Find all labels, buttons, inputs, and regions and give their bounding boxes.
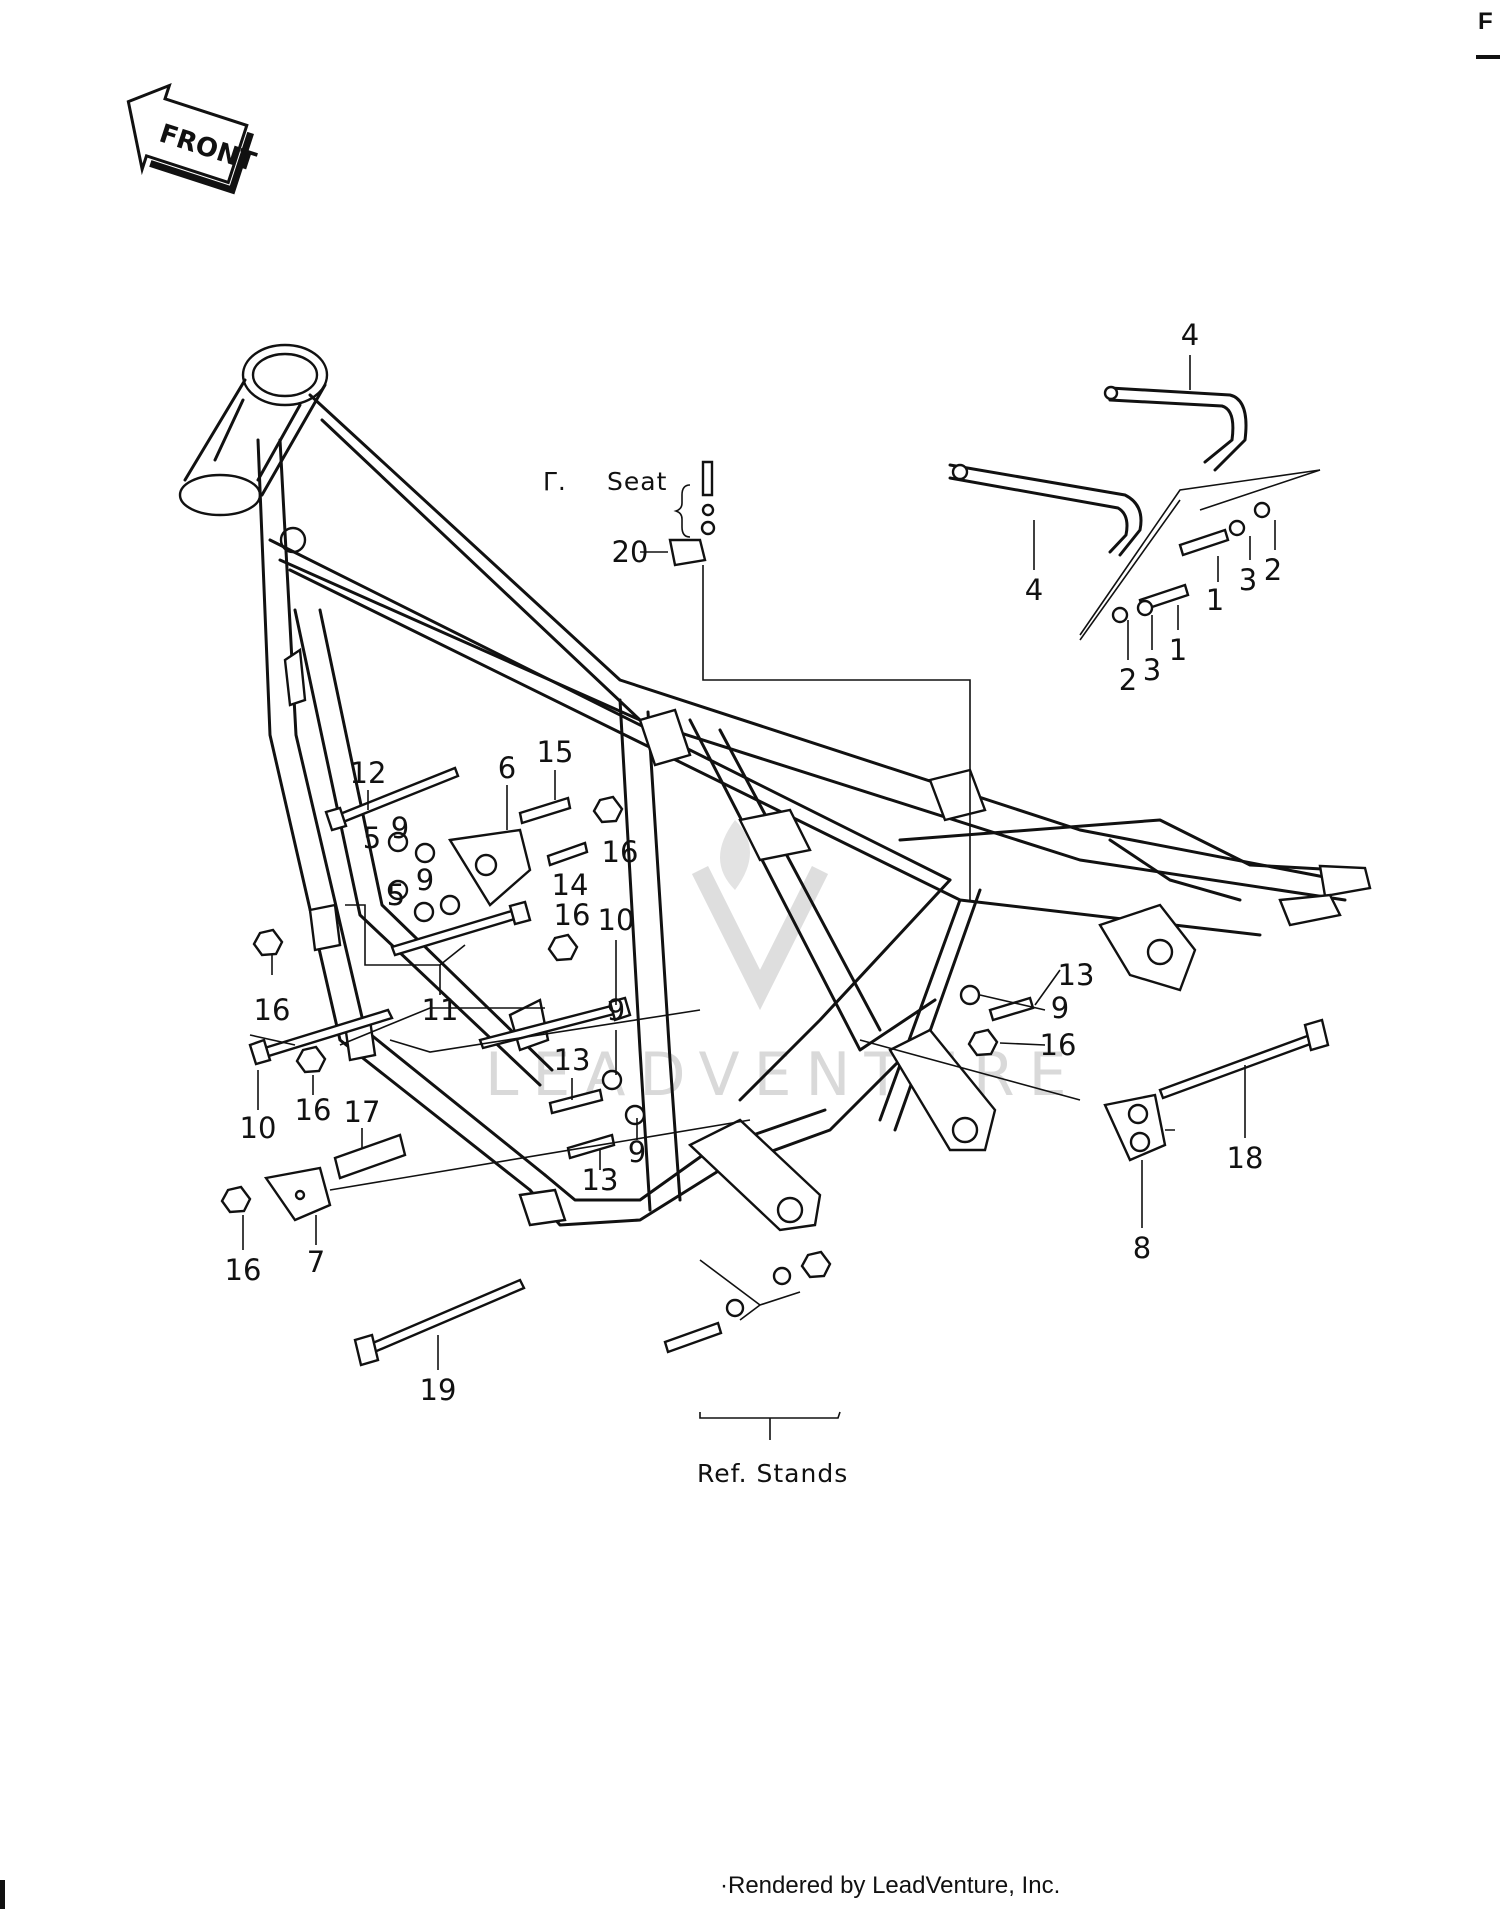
callout-10: 10 (240, 1111, 277, 1145)
small-fasteners (220, 795, 1035, 1354)
callout-1: 1 (1206, 583, 1224, 617)
seat-bracket (668, 460, 971, 900)
callout-2: 2 (1264, 553, 1282, 587)
callout-4: 4 (1181, 318, 1199, 352)
engine-mount-plates (263, 828, 1167, 1222)
through-bolts (248, 766, 1330, 1367)
callout-3: 3 (1239, 563, 1257, 597)
seat-ref-prefix: Γ. (543, 467, 567, 496)
page-edge-mark (0, 1880, 5, 1909)
front-arrow-icon: FRONT (126, 82, 260, 195)
callout-6: 6 (498, 751, 516, 785)
page-corner-mark: F (1478, 8, 1493, 35)
callout-9: 9 (607, 993, 625, 1027)
callout-19: 19 (420, 1373, 457, 1407)
seat-stays (948, 385, 1321, 641)
callout-18: 18 (1227, 1141, 1264, 1175)
stands-ref-label: Ref. Stands (697, 1459, 848, 1488)
callout-16: 16 (225, 1253, 262, 1287)
callout-16: 16 (295, 1093, 332, 1127)
render-credit: ·Rendered by LeadVenture, Inc. (720, 1872, 1061, 1899)
callout-16: 16 (554, 898, 591, 932)
callout-7: 7 (307, 1245, 325, 1279)
callout-3: 3 (1143, 653, 1161, 687)
callout-9: 9 (391, 811, 409, 845)
callout-20: 20 (612, 535, 649, 569)
leader-lines (242, 355, 1276, 1440)
seat-stay-hardware (1111, 501, 1271, 624)
page-corner-rule (1476, 55, 1500, 59)
callout-13: 13 (554, 1043, 591, 1077)
callout-16: 16 (1040, 1028, 1077, 1062)
callout-8: 8 (1133, 1231, 1151, 1265)
callout-4: 4 (1025, 573, 1043, 607)
callout-2: 2 (1119, 663, 1137, 697)
callout-9: 9 (628, 1135, 646, 1169)
callout-9: 9 (416, 863, 434, 897)
callout-1: 1 (1169, 633, 1187, 667)
callout-10: 10 (598, 903, 635, 937)
callout-16: 16 (602, 835, 639, 869)
frame-body (178, 343, 1372, 1232)
callout-13: 13 (582, 1163, 619, 1197)
callout-11: 11 (422, 993, 459, 1027)
callout-5: 5 (363, 821, 381, 855)
callout-13: 13 (1058, 958, 1095, 992)
callout-5: 5 (387, 878, 405, 912)
callout-15: 15 (537, 735, 574, 769)
seat-ref-label: Seat (607, 467, 667, 496)
callout-12: 12 (350, 756, 387, 790)
callout-14: 14 (552, 868, 589, 902)
callout-9: 9 (1051, 991, 1069, 1025)
callout-16: 16 (254, 993, 291, 1027)
callout-17: 17 (344, 1095, 381, 1129)
